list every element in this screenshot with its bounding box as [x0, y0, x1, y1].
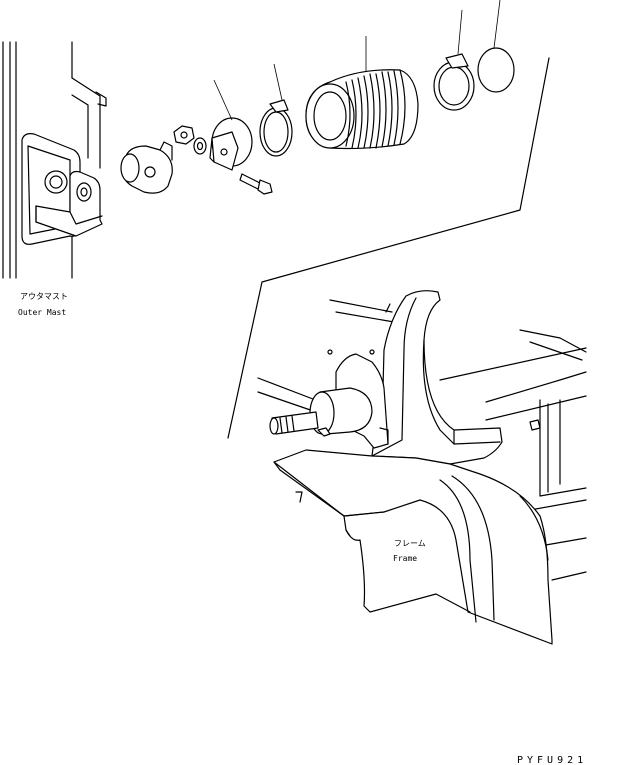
detail-callout-outline: [227, 57, 550, 439]
frame-label-jp: フレーム: [394, 539, 426, 548]
outer-mast-label-en: Outer Mast: [18, 308, 66, 317]
outer-mast-label-jp: アウタマスト: [20, 292, 68, 301]
frame-assembly: [257, 290, 587, 645]
drawing-code: PYFU921: [517, 755, 587, 765]
bolt: [239, 173, 273, 195]
hose-clamp: [259, 63, 293, 157]
mount-flange: [209, 79, 253, 171]
bellows-boot: [305, 36, 419, 150]
ball-joint-block: [120, 141, 173, 194]
washer: [193, 137, 207, 155]
hex-nut: [173, 125, 195, 145]
end-cap: [477, 0, 515, 93]
outer-mast: [2, 41, 107, 279]
frame-label-en: Frame: [393, 554, 417, 563]
hose-clamp: [433, 9, 475, 111]
